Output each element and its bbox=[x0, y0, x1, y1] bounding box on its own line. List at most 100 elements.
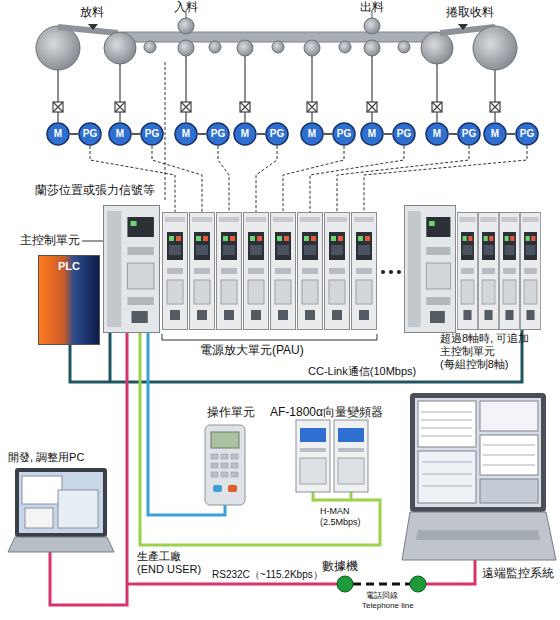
pau-bracket bbox=[162, 334, 377, 340]
h-man-cable bbox=[140, 333, 380, 545]
circle-shape bbox=[109, 123, 131, 145]
encoder-symbol: PG bbox=[265, 122, 289, 146]
laptop-screen-frame bbox=[15, 468, 107, 537]
laptop-screen bbox=[415, 398, 541, 507]
inverter-label-plate bbox=[300, 448, 326, 452]
encoder-symbol: PG bbox=[332, 122, 356, 146]
rs232c-cable bbox=[426, 560, 475, 584]
key bbox=[231, 463, 238, 468]
amplifier-unit bbox=[499, 213, 519, 330]
encoder-symbol: PG bbox=[78, 122, 102, 146]
shaft-link bbox=[507, 133, 515, 135]
circle-shape bbox=[234, 123, 256, 145]
motor-symbol: M bbox=[46, 122, 70, 146]
annotation-label: 遠端監控系統 bbox=[482, 566, 554, 580]
circle-shape bbox=[175, 123, 197, 145]
operation-unit bbox=[205, 425, 245, 505]
screen-window bbox=[418, 451, 476, 503]
stop-key bbox=[228, 485, 237, 492]
symbol-letter: PG bbox=[515, 128, 539, 140]
shaft-link bbox=[449, 133, 457, 135]
coupling-cross bbox=[307, 102, 317, 112]
symbol-letter: M bbox=[425, 128, 449, 140]
motor-symbol: M bbox=[108, 122, 132, 146]
annotation-label: 數據機 bbox=[322, 559, 358, 573]
pinch-roller bbox=[364, 18, 380, 34]
screen-window bbox=[22, 476, 62, 504]
annotation-label: 主控制單元 bbox=[20, 233, 80, 247]
roller bbox=[178, 40, 194, 56]
continuation-dot bbox=[381, 270, 385, 274]
unit-name: PLC bbox=[39, 260, 99, 272]
amplifier-unit bbox=[163, 213, 188, 330]
circle-shape bbox=[484, 123, 506, 145]
motor-symbol: M bbox=[425, 122, 449, 146]
coupling bbox=[115, 102, 125, 112]
shaft-link bbox=[384, 133, 392, 135]
amplifier-unit bbox=[520, 213, 540, 330]
coupling bbox=[53, 102, 63, 112]
modem bbox=[410, 576, 426, 592]
encoder-symbol: PG bbox=[457, 122, 481, 146]
motor-symbol: M bbox=[233, 122, 257, 146]
screen-window bbox=[58, 490, 98, 528]
screen-window bbox=[25, 508, 53, 528]
coupling-cross bbox=[490, 102, 500, 112]
symbol-letter: M bbox=[360, 128, 384, 140]
run-key bbox=[213, 485, 222, 492]
symbol-letter: M bbox=[483, 128, 507, 140]
feedback-wire bbox=[90, 146, 175, 212]
main-controller bbox=[104, 206, 160, 333]
circle-shape bbox=[301, 123, 323, 145]
feed-marker bbox=[88, 24, 98, 30]
coupling-cross bbox=[432, 102, 442, 112]
symbol-letter: M bbox=[300, 128, 324, 140]
h-man-cable bbox=[350, 492, 353, 500]
roller bbox=[304, 40, 320, 56]
unwind-roll bbox=[36, 26, 80, 70]
inverter-vent bbox=[338, 458, 364, 484]
idler-roller bbox=[272, 41, 284, 53]
circle-shape bbox=[47, 123, 69, 145]
inverter bbox=[334, 420, 368, 492]
circle-shape bbox=[333, 123, 355, 145]
circle-shape bbox=[266, 123, 288, 145]
shaft bbox=[57, 70, 58, 122]
roller bbox=[104, 32, 136, 64]
label-leader bbox=[82, 241, 103, 242]
operation-cable bbox=[148, 333, 225, 515]
motor-symbol: M bbox=[360, 122, 384, 146]
inverter-panel bbox=[300, 428, 326, 442]
encoder-symbol: PG bbox=[515, 122, 539, 146]
key bbox=[221, 472, 228, 477]
motor-symbol: M bbox=[483, 122, 507, 146]
encoder-symbol: PG bbox=[392, 122, 416, 146]
coupling bbox=[432, 102, 442, 112]
shaft bbox=[436, 64, 437, 122]
screen-window bbox=[480, 479, 538, 503]
annotation-label: 操作單元 bbox=[207, 405, 255, 419]
annotation-label: 超過8軸時, 可追加 主控制單元 (每組控制8軸) bbox=[440, 332, 552, 372]
rs232c-cable bbox=[127, 583, 337, 586]
annotation-label: 生產工廠 (END USER) bbox=[137, 550, 209, 576]
key bbox=[211, 463, 218, 468]
coupling bbox=[307, 102, 317, 112]
shaft-link bbox=[257, 133, 265, 135]
telephone-line bbox=[353, 583, 410, 586]
annotation-label: CC-Link通信(10Mbps) bbox=[308, 365, 416, 378]
circle-shape bbox=[361, 123, 383, 145]
feedback-lines bbox=[90, 62, 527, 212]
motor-symbol: M bbox=[174, 122, 198, 146]
annotation-label: 出料 bbox=[360, 0, 384, 14]
encoder-symbol: PG bbox=[140, 122, 164, 146]
symbol-letter: M bbox=[174, 128, 198, 140]
symbol-letter: PG bbox=[392, 128, 416, 140]
shaft-link bbox=[198, 133, 206, 135]
shaft-link bbox=[70, 133, 78, 135]
screen-grid bbox=[421, 412, 535, 486]
operation-screen bbox=[211, 432, 239, 448]
web-material bbox=[118, 32, 440, 42]
